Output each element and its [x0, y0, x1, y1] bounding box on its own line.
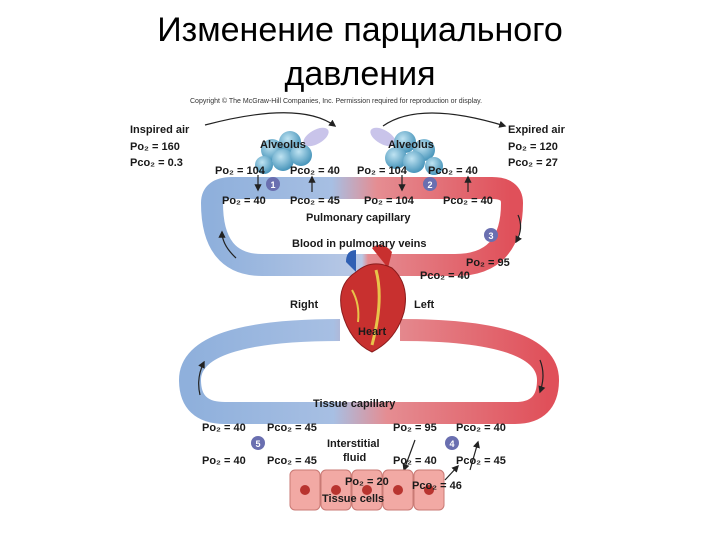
- interstitial-label-line1: Interstitial: [327, 438, 380, 450]
- pulmonary-exit-po2: Po₂ = 104: [364, 195, 415, 207]
- interstitial-right-po2: Po₂ = 40: [393, 455, 437, 467]
- pulmonary-return-vessel: [201, 202, 523, 276]
- flow-arrows: [198, 112, 546, 481]
- airway-left: [303, 127, 329, 147]
- pulmonary-entry-po2: Po₂ = 40: [222, 195, 266, 207]
- airway-right: [370, 127, 396, 147]
- interstitial-left-pco2: Pco₂ = 45: [267, 455, 317, 467]
- tissue-entry-po2: Po₂ = 95: [393, 422, 437, 434]
- pulmonary-circuit: [201, 177, 523, 276]
- alveolus-right-pco2: Pco₂ = 40: [428, 165, 478, 177]
- svg-text:2: 2: [427, 180, 432, 190]
- alveolus-right-po2: Po₂ = 104: [357, 165, 408, 177]
- step-badge-5: 5: [251, 436, 265, 450]
- inspired-air-po2: Po₂ = 160: [130, 141, 180, 153]
- systemic-circuit: [178, 319, 560, 424]
- slide-title: Изменение парциального давления: [0, 8, 720, 96]
- pulmonary-capillary-label: Pulmonary capillary: [306, 212, 411, 224]
- heart-right-label: Right: [290, 299, 318, 311]
- co2-from-tissue-arrow: [469, 440, 480, 471]
- alveolus-left-label: Alveolus: [260, 139, 306, 151]
- step-badge-1: 1: [266, 177, 280, 191]
- inspired-air-arrow: [204, 112, 337, 127]
- tissue-exit-pco2: Pco₂ = 45: [267, 422, 317, 434]
- alveolus-left-po2: Po₂ = 104: [215, 165, 266, 177]
- expired-air-po2: Po₂ = 120: [508, 141, 558, 153]
- pulmonary-capillary-vessel: [201, 177, 523, 204]
- tissue-exit-po2: Po₂ = 40: [202, 422, 246, 434]
- pulmonary-vein-pco2: Pco₂ = 40: [420, 270, 470, 282]
- flow-arrow-left-down: [515, 214, 522, 244]
- pulmonary-vein-po2: Po₂ = 95: [466, 257, 510, 269]
- o2-to-tissue-arrow: [402, 439, 416, 472]
- step-badge-3: 3: [484, 228, 498, 242]
- svg-text:4: 4: [449, 439, 454, 449]
- expired-air-label: Expired air: [508, 124, 566, 136]
- slide-title-line1: Изменение парциального: [157, 11, 563, 49]
- svg-text:5: 5: [255, 439, 260, 449]
- flow-arrow-systemic-up: [198, 360, 205, 396]
- slide-title-line2: давления: [284, 55, 436, 93]
- step-badge-4: 4: [445, 436, 459, 450]
- co2-cell-arrow: [444, 464, 459, 481]
- interstitial-left-po2: Po₂ = 40: [202, 455, 246, 467]
- svg-text:1: 1: [270, 180, 275, 190]
- alveolus-left-pco2: Pco₂ = 40: [290, 165, 340, 177]
- tissue-capillary-label: Tissue capillary: [313, 398, 396, 410]
- alveolus-left-cluster: [255, 127, 329, 174]
- alveolus-right-cluster: [370, 127, 443, 175]
- tissue-cells-po2: Po₂ = 20: [345, 476, 389, 488]
- expired-air-arrow: [382, 112, 507, 128]
- alveolus-right-label: Alveolus: [388, 139, 434, 151]
- heart-label: Heart: [358, 326, 386, 338]
- flow-arrow-right-up: [218, 230, 237, 259]
- interstitial-right-pco2: Pco₂ = 45: [456, 455, 506, 467]
- pulmonary-exit-pco2: Pco₂ = 40: [443, 195, 493, 207]
- interstitial-label-line2: fluid: [343, 452, 366, 464]
- svg-text:3: 3: [488, 231, 493, 241]
- inspired-air-label: Inspired air: [130, 124, 190, 136]
- heart-illustration: [340, 244, 406, 353]
- pulmonary-veins-label: Blood in pulmonary veins: [292, 238, 426, 250]
- flow-arrow-systemic-down: [538, 359, 546, 394]
- step-badge-2: 2: [423, 177, 437, 191]
- tissue-cells-label: Tissue cells: [322, 493, 384, 505]
- tissue-entry-pco2: Pco₂ = 40: [456, 422, 506, 434]
- tissue-capillary-vessel: [178, 319, 560, 424]
- tissue-cells-pco2: Pco₂ = 46: [412, 480, 462, 492]
- pulmonary-entry-pco2: Pco₂ = 45: [290, 195, 340, 207]
- copyright-text: Copyright © The McGraw-Hill Companies, I…: [190, 97, 482, 105]
- heart-left-label: Left: [414, 299, 435, 311]
- expired-air-pco2: Pco₂ = 27: [508, 157, 558, 169]
- tissue-cells-group: [289, 469, 445, 511]
- inspired-air-pco2: Pco₂ = 0.3: [130, 157, 183, 169]
